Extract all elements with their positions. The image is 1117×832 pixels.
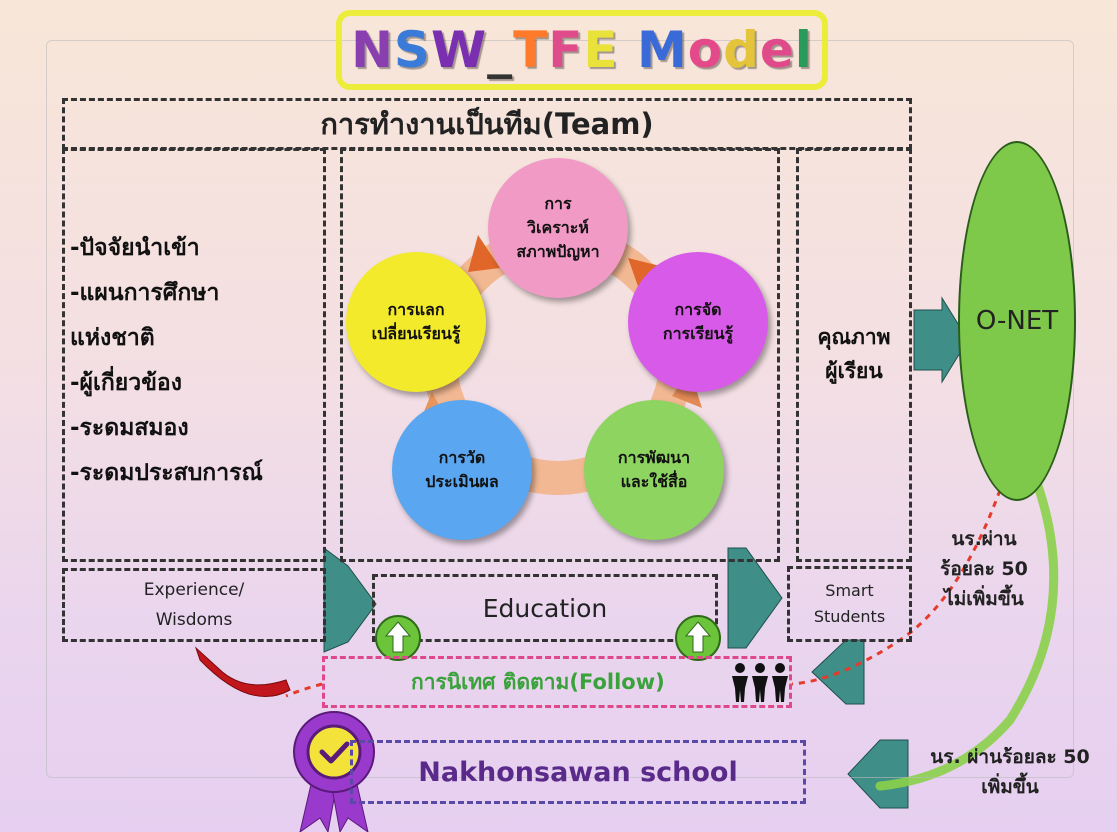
fail-path <box>791 489 1002 686</box>
fail-line: ร้อยละ 50 <box>940 558 1028 580</box>
follow-out-path <box>285 682 323 698</box>
inputs-panel <box>62 148 326 562</box>
cycle-arrow-top-right <box>628 258 660 292</box>
onet-label: O-NET <box>975 306 1059 336</box>
quality-line: คุณภาพ <box>817 325 891 349</box>
circle-line: และใช้สื่อ <box>620 472 688 491</box>
process-panel <box>340 148 780 562</box>
cycle-circle-media: การพัฒนาและใช้สื่อ <box>584 400 724 540</box>
fail-line: ไม่เพิ่มขึ้น <box>944 588 1024 610</box>
input-item: -ผู้เกี่ยวข้อง <box>70 370 182 396</box>
quality-panel <box>796 148 912 562</box>
title-letter: e <box>759 21 795 79</box>
title-letter: o <box>687 21 724 79</box>
cycle-arrow-top-left <box>468 235 500 272</box>
people-icon <box>732 663 788 702</box>
smart-line: Smart <box>825 581 874 600</box>
pass-path <box>875 481 1059 791</box>
experience-line: Wisdoms <box>155 610 233 630</box>
follow-box: การนิเทศ ติดตาม(Follow) <box>322 656 792 708</box>
pass-note: นร. ผ่านร้อยละ 50 เพิ่มขึ้น <box>908 742 1112 802</box>
pass-line: เพิ่มขึ้น <box>981 776 1039 798</box>
education-box: Education <box>372 574 718 642</box>
circle-line: การวัด <box>438 448 486 467</box>
circle-line: การ <box>544 194 572 213</box>
arrow-to-school <box>847 739 909 809</box>
onet-ellipse: O-NET <box>958 141 1076 501</box>
circle-line: ประเมินผล <box>425 472 499 491</box>
smart-line: Students <box>813 607 886 626</box>
inputs-list: -ปัจจัยนำเข้า -แผนการศึกษา แห่งชาติ -ผู้… <box>70 226 320 496</box>
input-item: -ระดมสมอง <box>70 415 189 441</box>
cycle-circle-exchange: การแลกเปลี่ยนเรียนรู้ <box>346 252 486 392</box>
title-letter: W <box>430 21 488 79</box>
title-letter: M <box>636 21 688 79</box>
title-letter <box>619 21 637 79</box>
team-banner: การทำงานเป็นทีม(Team) <box>62 98 912 150</box>
circle-line: การแลก <box>387 300 445 319</box>
circle-line: สภาพปัญหา <box>516 242 600 261</box>
input-item: -ระดมประสบการณ์ <box>70 460 263 486</box>
circle-line: วิเคราะห์ <box>527 218 589 237</box>
school-box: Nakhonsawan school <box>350 740 806 804</box>
diagram-title: NSW_TFE Model <box>351 21 813 79</box>
medal-icon <box>293 711 375 832</box>
cycle-circle-evaluation: การวัดประเมินผล <box>392 400 532 540</box>
pass-line: นร. ผ่านร้อยละ 50 <box>930 746 1090 768</box>
experience-box: Experience/Wisdoms <box>62 568 326 642</box>
up-arrow-icon <box>375 615 421 661</box>
education-label: Education <box>482 593 608 623</box>
up-arrow-icon <box>675 615 721 661</box>
team-label: การทำงานเป็นทีม(Team) <box>320 107 654 141</box>
quality-label: คุณภาพ ผู้เรียน <box>796 320 912 388</box>
school-label: Nakhonsawan school <box>418 756 738 788</box>
fail-line: นร.ผ่าน <box>951 528 1017 550</box>
cycle-circle-analysis: การวิเคราะห์สภาพปัญหา <box>488 158 628 298</box>
input-item: แห่งชาติ <box>70 325 155 351</box>
arrow-to-onet <box>913 296 969 384</box>
circle-line: เปลี่ยนเรียนรู้ <box>371 324 461 343</box>
experience-line: Experience/ <box>143 580 245 600</box>
return-curve-arrow <box>194 646 291 697</box>
title-letter: E <box>583 21 619 79</box>
fail-note: นร.ผ่าน ร้อยละ 50 ไม่เพิ่มขึ้น <box>914 524 1054 614</box>
title-letter: _ <box>487 21 514 79</box>
title-letter: S <box>393 21 431 79</box>
title-box: NSW_TFE Model <box>336 10 828 90</box>
circle-line: การจัด <box>674 300 722 319</box>
circle-line: การพัฒนา <box>617 448 691 467</box>
input-item: -แผนการศึกษา <box>70 280 220 306</box>
cycle-circle-learning: การจัดการเรียนรู้ <box>628 252 768 392</box>
quality-line: ผู้เรียน <box>825 359 883 383</box>
title-letter: d <box>723 21 760 79</box>
title-letter: T <box>513 21 549 79</box>
follow-label: การนิเทศ ติดตาม(Follow) <box>411 669 665 694</box>
input-item: -ปัจจัยนำเข้า <box>70 235 200 261</box>
arrow-to-smart <box>727 547 783 649</box>
title-letter: F <box>548 21 584 79</box>
circle-line: การเรียนรู้ <box>662 324 734 343</box>
title-letter: l <box>794 21 813 79</box>
outer-frame <box>46 40 1074 778</box>
title-letter: N <box>351 21 394 79</box>
